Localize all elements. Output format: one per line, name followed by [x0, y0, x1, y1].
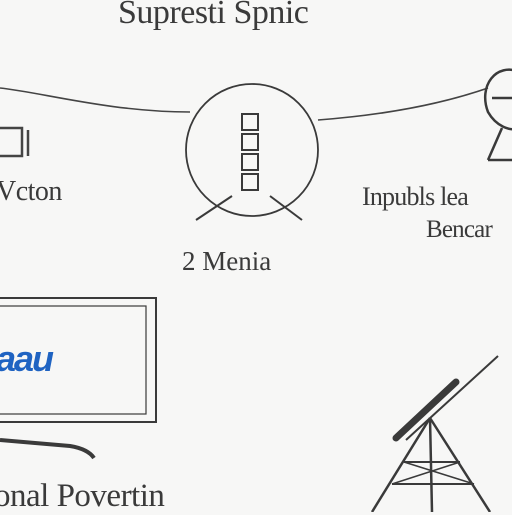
satellite-dish-icon [483, 68, 512, 162]
left-device-label: Vcton [0, 176, 62, 207]
connecting-wire [0, 87, 489, 121]
media-hub-icon [185, 83, 319, 221]
diagram-title: Supresti Spnic [118, 0, 309, 31]
bottom-label: onal Povertin [0, 478, 165, 514]
media-hub-label: 2 Menia [182, 246, 272, 276]
tripod-antenna-icon [370, 355, 499, 512]
tv-screen-logo-text: aau [0, 338, 54, 379]
left-device-icon [0, 126, 30, 158]
dish-label-line1: Inpubls lea [362, 182, 469, 211]
tv-monitor-icon [0, 297, 157, 460]
dish-label-line2: Bencar [426, 216, 493, 243]
